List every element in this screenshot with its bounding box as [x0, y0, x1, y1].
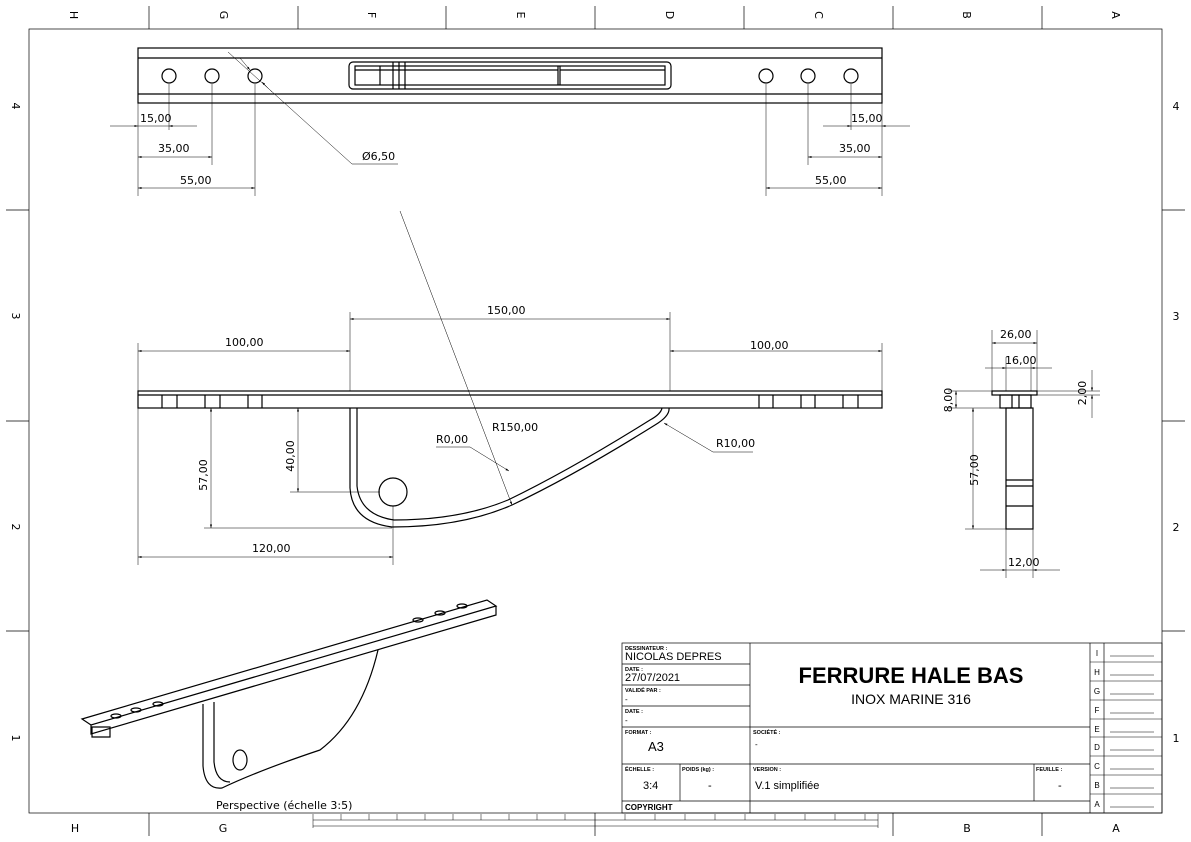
grid-row-2-left: 2 [9, 524, 22, 531]
front-view: 100,00 150,00 100,00 R0,00 R150,00 R10,0… [137, 210, 883, 565]
side-view: 26,00 16,00 8,00 2,00 57,00 12,00 [942, 328, 1100, 578]
grid-row-3-right: 3 [1173, 310, 1180, 323]
date2-value: - [625, 716, 628, 725]
dim-top-left-35: 35,00 [158, 142, 190, 155]
drawing-subtitle: INOX MARINE 316 [851, 691, 971, 707]
revision-e: E [1094, 725, 1099, 734]
revision-h: H [1094, 668, 1100, 677]
dim-side-w12: 12,00 [1008, 556, 1040, 569]
dim-front-r0: R0,00 [436, 433, 468, 446]
dim-top-right-15: 15,00 [851, 112, 883, 125]
sheet-label: FEUILLE : [1036, 767, 1062, 773]
revision-c: C [1094, 762, 1100, 771]
grid-col-e-top: E [514, 12, 527, 19]
revision-a: A [1094, 800, 1100, 809]
scale-label: ÉCHELLE : [625, 765, 654, 773]
grid-col-h-bottom: H [71, 822, 79, 835]
dim-side-h8: 8,00 [942, 388, 955, 413]
copyright-label: COPYRIGHT [625, 803, 673, 812]
revision-g: G [1094, 687, 1100, 696]
scale-bar [312, 814, 879, 828]
drafter-name: NICOLAS DEPRES [625, 651, 722, 663]
top-view-bar [137, 47, 883, 104]
version-value: V.1 simplifiée [755, 780, 819, 792]
grid-row-4-left: 4 [9, 103, 22, 110]
side-view-profile [991, 390, 1038, 530]
perspective-view: Perspective (échelle 3:5) [80, 599, 498, 812]
validated-label: VALIDÉ PAR : [625, 686, 661, 694]
format-label: FORMAT : [625, 730, 652, 736]
sheet-frame: H G F E D C B A H G B A 4 3 2 1 4 3 2 1 [6, 6, 1185, 836]
dim-hole-diameter: Ø6,50 [362, 150, 395, 163]
company-value: - [755, 740, 758, 749]
dim-side-w26: 26,00 [1000, 328, 1032, 341]
dim-front-center-150: 150,00 [487, 304, 526, 317]
grid-col-h-top: H [67, 11, 80, 19]
grid-row-4-right: 4 [1173, 100, 1180, 113]
company-label: SOCIÉTÉ : [753, 728, 781, 736]
dim-top-left-15: 15,00 [140, 112, 172, 125]
dim-front-left-100: 100,00 [225, 336, 264, 349]
weight-value: - [708, 780, 712, 792]
dim-top-right-55: 55,00 [815, 174, 847, 187]
grid-col-b-bottom: B [963, 822, 971, 835]
validated-value: - [625, 695, 628, 704]
grid-col-a-top: A [1109, 11, 1122, 19]
format-value: A3 [648, 739, 664, 754]
sheet-value: - [1058, 780, 1062, 792]
revision-b: B [1094, 781, 1099, 790]
dim-side-h57: 57,00 [968, 454, 981, 486]
grid-col-a-bottom: A [1112, 822, 1120, 835]
grid-row-2-right: 2 [1173, 521, 1180, 534]
drawing-title: FERRURE HALE BAS [799, 663, 1024, 688]
date-value: 27/07/2021 [625, 672, 680, 684]
dim-front-h40: 40,00 [284, 440, 297, 472]
perspective-label: Perspective (échelle 3:5) [216, 799, 352, 812]
grid-col-c-top: C [812, 11, 825, 19]
dim-front-right-100: 100,00 [750, 339, 789, 352]
grid-row-3-left: 3 [9, 313, 22, 320]
dim-front-r150: R150,00 [492, 421, 538, 434]
revision-i: I [1096, 649, 1098, 658]
date2-label: DATE : [625, 709, 643, 715]
grid-col-g-top: G [217, 11, 230, 20]
dim-front-h57: 57,00 [197, 459, 210, 491]
revision-f: F [1095, 706, 1100, 715]
weight-label: POIDS (kg) : [682, 767, 714, 773]
grid-col-f-top: F [365, 12, 378, 18]
grid-col-g-bottom: G [219, 822, 228, 835]
date-label: DATE : [625, 667, 643, 673]
revision-d: D [1094, 743, 1100, 752]
dim-top-left-55: 55,00 [180, 174, 212, 187]
dim-side-h2: 2,00 [1076, 381, 1089, 406]
version-label: VERSION : [753, 767, 781, 773]
dim-top-right-35: 35,00 [839, 142, 871, 155]
top-view-holes [161, 68, 859, 84]
grid-row-1-left: 1 [9, 735, 22, 742]
grid-col-d-top: D [663, 11, 676, 19]
grid-row-1-right: 1 [1173, 732, 1180, 745]
top-view: 15,00 35,00 55,00 15,00 35,00 55,00 Ø6,5… [110, 47, 910, 196]
dim-side-w16: 16,00 [1005, 354, 1037, 367]
dim-front-w120: 120,00 [252, 542, 291, 555]
title-block: DESSINATEUR : NICOLAS DEPRES DATE : 27/0… [621, 642, 1163, 814]
scale-value: 3:4 [643, 780, 658, 792]
front-view-bar [137, 390, 883, 409]
dim-front-r10: R10,00 [716, 437, 755, 450]
drafter-label: DESSINATEUR : [625, 646, 668, 652]
grid-col-b-top: B [960, 11, 973, 19]
